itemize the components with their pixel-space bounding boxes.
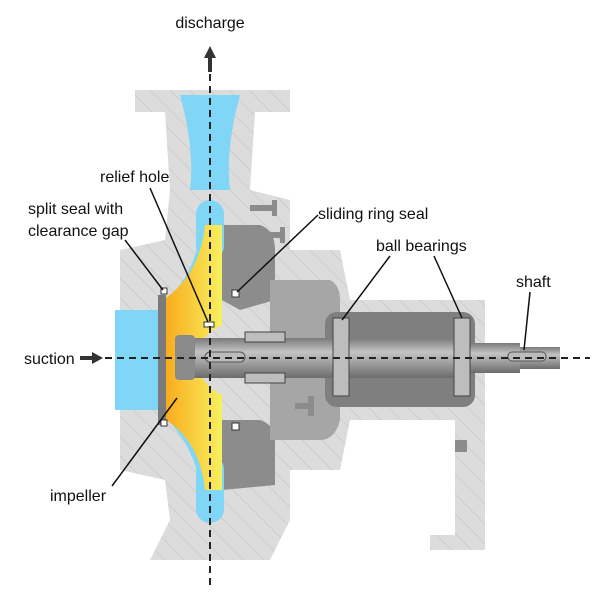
label-sliding-ring-seal: sliding ring seal	[318, 206, 428, 223]
label-split-seal-2: clearance gap	[28, 223, 129, 240]
leader-lines	[111, 187, 531, 487]
label-shaft: shaft	[516, 274, 551, 291]
bolts	[250, 200, 467, 452]
label-suction: suction	[24, 351, 75, 368]
label-ball-bearings: ball bearings	[376, 238, 467, 255]
label-impeller: impeller	[50, 488, 107, 505]
discharge-arrow	[204, 46, 216, 72]
impeller-back-plate	[158, 295, 166, 425]
suction-arrow	[80, 352, 103, 364]
seals	[160, 287, 240, 431]
label-relief-hole: relief hole	[100, 169, 169, 186]
label-discharge: discharge	[175, 15, 244, 32]
label-split-seal-1: split seal with	[28, 201, 123, 218]
